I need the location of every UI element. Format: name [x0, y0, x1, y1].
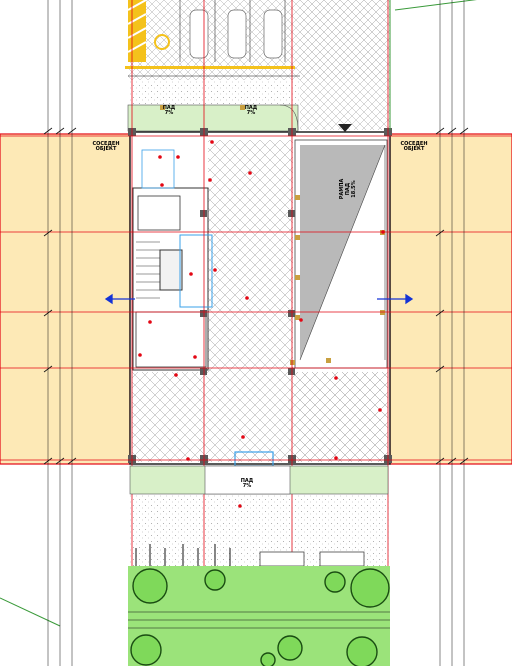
elevation-points: [138, 140, 385, 508]
bench-right: [319, 551, 365, 567]
green-lawn: [128, 566, 390, 666]
entrance-canopy-top: [127, 104, 299, 132]
gravel-strip-top: [128, 80, 300, 105]
garage-floor-side: [293, 372, 388, 462]
dimension-lines: [47, 0, 465, 666]
property-line-diagonal: [0, 597, 61, 627]
blue-door-frame: [179, 234, 213, 308]
parking-stall-lines: [179, 0, 286, 62]
bench-left: [259, 551, 305, 567]
accessible-parking-icon: [154, 34, 170, 50]
parked-cars: [189, 9, 283, 59]
section-arrows: [104, 293, 414, 305]
drive-lane-top: [300, 0, 390, 130]
garage-floor-upper: [208, 140, 293, 372]
stair-treads: [136, 241, 160, 299]
yellow-hatch-lines: [127, 0, 147, 53]
dimension-ticks: [43, 127, 469, 465]
elevator-shaft: [159, 249, 183, 291]
trees: [130, 568, 390, 666]
hedge-plants: [135, 544, 231, 566]
ramp-direction-arrow: [338, 124, 352, 132]
